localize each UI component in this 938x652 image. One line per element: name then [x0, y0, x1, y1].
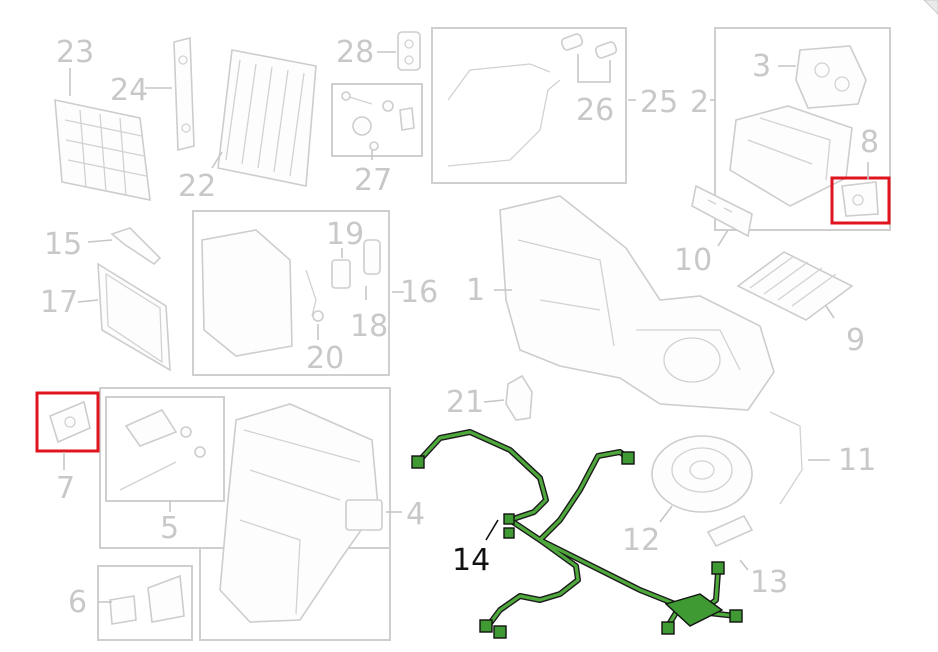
label-23: 23 — [56, 35, 94, 70]
label-9: 9 — [846, 323, 865, 358]
part-3-gasket — [795, 45, 867, 109]
part-4-module — [219, 403, 383, 623]
part-1-housing — [499, 195, 775, 411]
leader-lines — [63, 51, 869, 603]
part-15-sensor — [110, 227, 162, 266]
label-17: 17 — [40, 285, 78, 320]
group-box-2 — [714, 27, 891, 231]
label-3: 3 — [752, 49, 771, 84]
label-18: 18 — [350, 309, 388, 344]
label-27: 27 — [354, 163, 392, 198]
part-9-filter — [736, 251, 854, 321]
label-13: 13 — [750, 565, 788, 600]
label-25: 25 — [640, 85, 678, 120]
group-box-6 — [97, 565, 193, 641]
part-17-frame — [97, 262, 171, 372]
part-23-grille — [54, 98, 151, 202]
label-7: 7 — [56, 471, 75, 506]
part-7-sensor — [35, 391, 100, 453]
part-10-bracket — [691, 184, 753, 238]
label-16: 16 — [400, 275, 438, 310]
part-21-seal — [505, 374, 533, 421]
part-22-heater-core — [217, 49, 317, 187]
label-26: 26 — [576, 93, 614, 128]
part-13-resistor — [706, 514, 754, 548]
group-box-4-lower — [199, 548, 391, 641]
part-2-case — [729, 105, 853, 207]
label-1: 1 — [466, 273, 485, 308]
label-12: 12 — [622, 523, 660, 558]
group-box-16 — [192, 210, 390, 376]
label-15: 15 — [44, 227, 82, 262]
group-box-27 — [331, 83, 423, 157]
label-14: 14 — [452, 543, 490, 578]
part-27-hardware — [341, 91, 415, 151]
label-10: 10 — [674, 243, 712, 278]
part-14-wiring-harness — [411, 429, 743, 639]
part-24-bracket — [173, 36, 195, 152]
label-19: 19 — [326, 217, 364, 252]
part-16-module — [201, 229, 381, 357]
part-8-sensor — [830, 176, 891, 225]
label-22: 22 — [178, 169, 216, 204]
group-box-25 — [431, 27, 627, 184]
label-6: 6 — [68, 585, 87, 620]
label-8: 8 — [860, 125, 879, 160]
label-21: 21 — [446, 385, 484, 420]
part-11-drain — [769, 411, 803, 505]
group-box-5 — [105, 396, 225, 502]
part-12-blower — [651, 435, 753, 513]
label-28: 28 — [336, 35, 374, 70]
label-5: 5 — [160, 511, 179, 546]
part-5-linkage — [119, 408, 206, 491]
label-2: 2 — [690, 85, 709, 120]
page-curl — [923, 0, 938, 15]
part-25-ac-lines — [447, 63, 561, 167]
label-20: 20 — [306, 341, 344, 376]
label-24: 24 — [110, 73, 148, 108]
label-11: 11 — [838, 443, 876, 478]
label-4: 4 — [406, 497, 425, 532]
part-6-actuator — [109, 574, 185, 625]
part-28-sensor — [397, 31, 421, 71]
part-26-valves — [560, 33, 618, 59]
